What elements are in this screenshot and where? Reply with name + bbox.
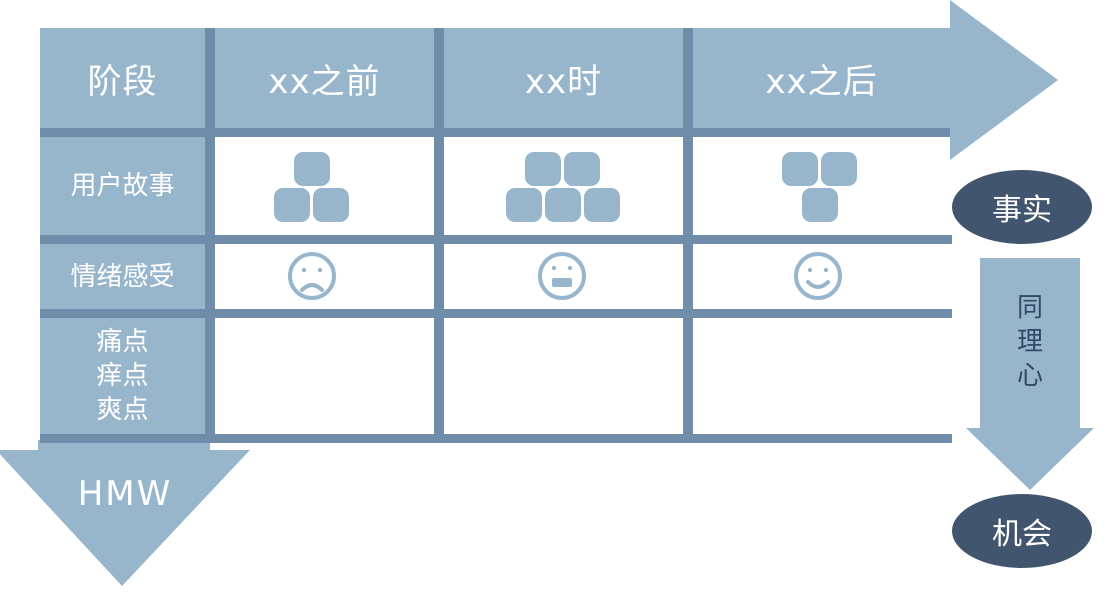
fact-oval (952, 170, 1092, 244)
empathy-arrow (966, 258, 1094, 490)
empathy-label: 同 理 心 (980, 282, 1080, 402)
empathy-char-2: 理 (1016, 327, 1043, 357)
user-story-blocks-during (506, 152, 620, 222)
sad-face-icon (288, 252, 336, 300)
header-column-after: xx之后 (765, 61, 878, 102)
hmw-label: HMW (77, 474, 173, 514)
header-column-during: xx时 (524, 61, 603, 102)
row-label-delight-point: 爽点 (96, 395, 149, 425)
hmw-arrow (0, 440, 250, 586)
table-grid (40, 28, 952, 443)
stage-arrow (40, 0, 1058, 160)
row-label-points: 痛点 痒点 爽点 (40, 318, 205, 434)
row-label-pain-point: 痛点 (96, 327, 149, 357)
empathy-char-1: 同 (1016, 293, 1043, 323)
fact-label: 事实 (992, 193, 1052, 228)
empathy-char-3: 心 (1016, 361, 1043, 391)
opportunity-label: 机会 (992, 517, 1052, 552)
row-label-emotion: 情绪感受 (70, 261, 175, 292)
neutral-face-icon (538, 252, 586, 300)
header-stage-label: 阶段 (87, 61, 158, 102)
row-label-column (40, 132, 210, 440)
happy-face-icon (794, 252, 842, 300)
header-column-before: xx之前 (268, 61, 381, 102)
user-story-blocks-before (274, 152, 349, 222)
user-story-blocks-after (782, 152, 857, 222)
row-label-user-story: 用户故事 (70, 171, 175, 201)
row-label-itch-point: 痒点 (96, 361, 149, 391)
opportunity-oval (952, 494, 1092, 568)
